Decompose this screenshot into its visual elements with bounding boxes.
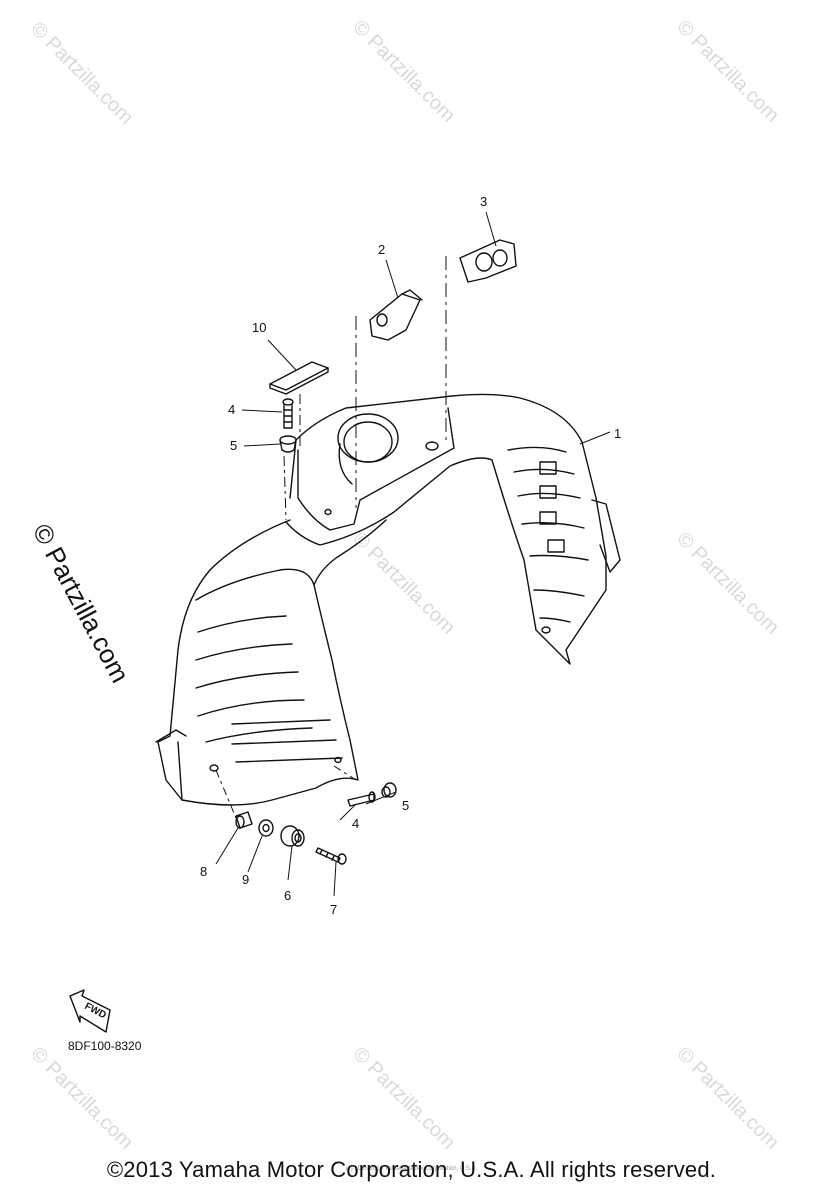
- fwd-arrow-icon: [69, 989, 111, 1033]
- part-9-washer: [258, 819, 274, 837]
- watermark-bottom-center: © Partzilla.com: [348, 1043, 459, 1154]
- diagram-code: 8DF100-8320: [68, 1039, 142, 1053]
- tiny-notice: (c) 2005-2016 Yamaha Motor Corporation, …: [345, 1166, 478, 1172]
- part-2-plate: [369, 289, 423, 341]
- callout-9: 9: [242, 872, 249, 887]
- leader-lines: [215, 211, 611, 897]
- copyright-footer: ©2013 Yamaha Motor Corporation, U.S.A. A…: [106, 1157, 717, 1182]
- callout-4-lower: 4: [352, 816, 359, 831]
- part-10-strip: [269, 361, 329, 395]
- callout-10: 10: [252, 320, 266, 335]
- fwd-label: FWD: [83, 1001, 108, 1021]
- watermark-bottom-left: © Partzilla.com: [26, 1043, 137, 1154]
- part-4-bolt-upper: [282, 398, 294, 429]
- callout-2: 2: [378, 242, 385, 257]
- callout-8: 8: [200, 864, 207, 879]
- part-5-grommet-lower: [381, 782, 397, 798]
- callout-5-lower: 5: [402, 798, 409, 813]
- part-4-bolt-lower: [347, 791, 376, 807]
- part-8-collar: [235, 811, 253, 829]
- part-1-handle-cover: [155, 393, 621, 806]
- callouts: 3 2 10 4 5 1 5 4 8 9 6 7: [200, 194, 621, 917]
- watermark-top-right: © Partzilla.com: [672, 16, 783, 127]
- callout-6: 6: [284, 888, 291, 903]
- part-5-grommet-upper: [279, 435, 297, 453]
- watermark-bottom-right: © Partzilla.com: [672, 1043, 783, 1154]
- watermark-top-left: © Partzilla.com: [26, 18, 137, 129]
- watermark-layer: © Partzilla.com © Partzilla.com © Partzi…: [26, 16, 783, 1154]
- part-6-grommet: [280, 825, 305, 847]
- callout-5-upper: 5: [230, 438, 237, 453]
- watermark-mid-right: © Partzilla.com: [672, 528, 783, 639]
- callout-4-upper: 4: [228, 402, 235, 417]
- watermark-left-dark: © Partzilla.com: [27, 519, 136, 688]
- callout-3: 3: [480, 194, 487, 209]
- part-7-bolt: [315, 847, 347, 865]
- watermark-top-center: © Partzilla.com: [348, 16, 459, 127]
- watermark-mid-center: © Partzilla.com: [348, 528, 459, 639]
- callout-7: 7: [330, 902, 337, 917]
- part-3-plate: [459, 239, 517, 283]
- callout-1: 1: [614, 426, 621, 441]
